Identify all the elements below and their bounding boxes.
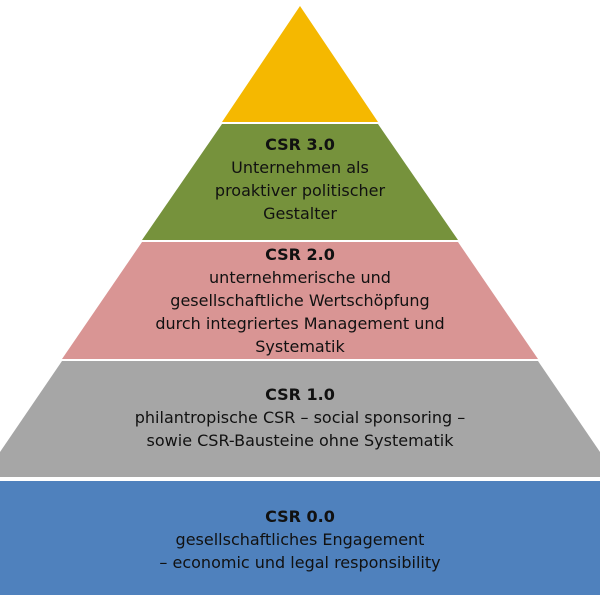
- tier-csr-0-band: [0, 481, 600, 595]
- tier-csr-1-band: [0, 361, 600, 477]
- pyramid-apex-tier: [222, 6, 378, 122]
- tier-csr-3-band: [142, 124, 458, 240]
- tier-csr-2-band: [62, 242, 538, 359]
